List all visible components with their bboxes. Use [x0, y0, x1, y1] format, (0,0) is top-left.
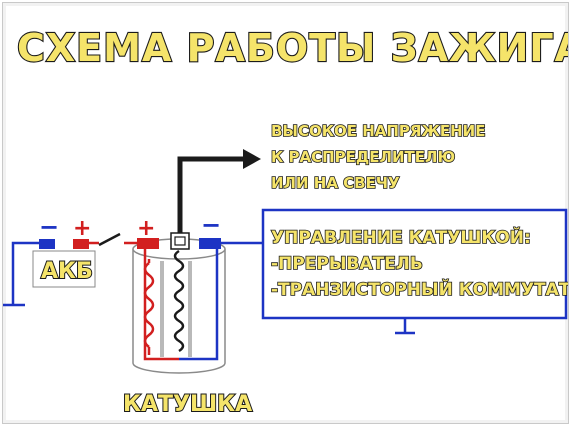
battery-label: АКБ	[41, 259, 93, 284]
coil-label: КАТУШКА	[123, 392, 252, 417]
ignition-diagram: СХЕМА РАБОТЫ ЗАЖИГАНИЯ АКБ − + + −	[2, 2, 569, 424]
coil-plus-sign: +	[137, 216, 155, 241]
output-note-line-1: ВЫСОКОЕ НАПРЯЖЕНИЕ	[271, 122, 485, 140]
primary-winding	[143, 243, 179, 361]
coil-core-left	[160, 261, 164, 357]
output-note-line-2: К РАСПРЕДЕЛИТЕЛЮ	[271, 148, 455, 166]
coil-minus-sign: −	[201, 211, 221, 239]
coil-negative-terminal	[199, 238, 221, 249]
battery-box	[32, 250, 96, 288]
coil-core-right	[188, 261, 192, 357]
battery-plus-sign: +	[73, 216, 91, 241]
control-line-1: УПРАВЛЕНИЕ КАТУШКОЙ:	[271, 226, 531, 248]
diagram-canvas: СХЕМА РАБОТЫ ЗАЖИГАНИЯ АКБ − + + −	[3, 25, 568, 418]
control-ground	[395, 318, 415, 335]
secondary-winding	[173, 249, 185, 353]
battery-positive-terminal	[73, 239, 89, 249]
output-note-line-3: ИЛИ НА СВЕЧУ	[271, 174, 400, 192]
control-line-3: -ТРАНЗИСТОРНЫЙ КОММУТАТОР	[271, 278, 568, 300]
coil-positive-terminal	[137, 238, 159, 249]
coil-hv-terminal-inner	[174, 236, 186, 246]
diagram-title: СХЕМА РАБОТЫ ЗАЖИГАНИЯ	[17, 26, 568, 70]
control-box	[261, 208, 568, 320]
coil-body	[132, 238, 226, 374]
battery-ground-wire	[3, 241, 39, 307]
battery-minus-sign: −	[39, 213, 59, 241]
coil-negative-wire	[179, 241, 263, 361]
high-voltage-arrow	[177, 149, 261, 233]
battery-negative-terminal	[39, 239, 55, 249]
control-line-2: -ПРЕРЫВАТЕЛЬ	[271, 254, 423, 274]
